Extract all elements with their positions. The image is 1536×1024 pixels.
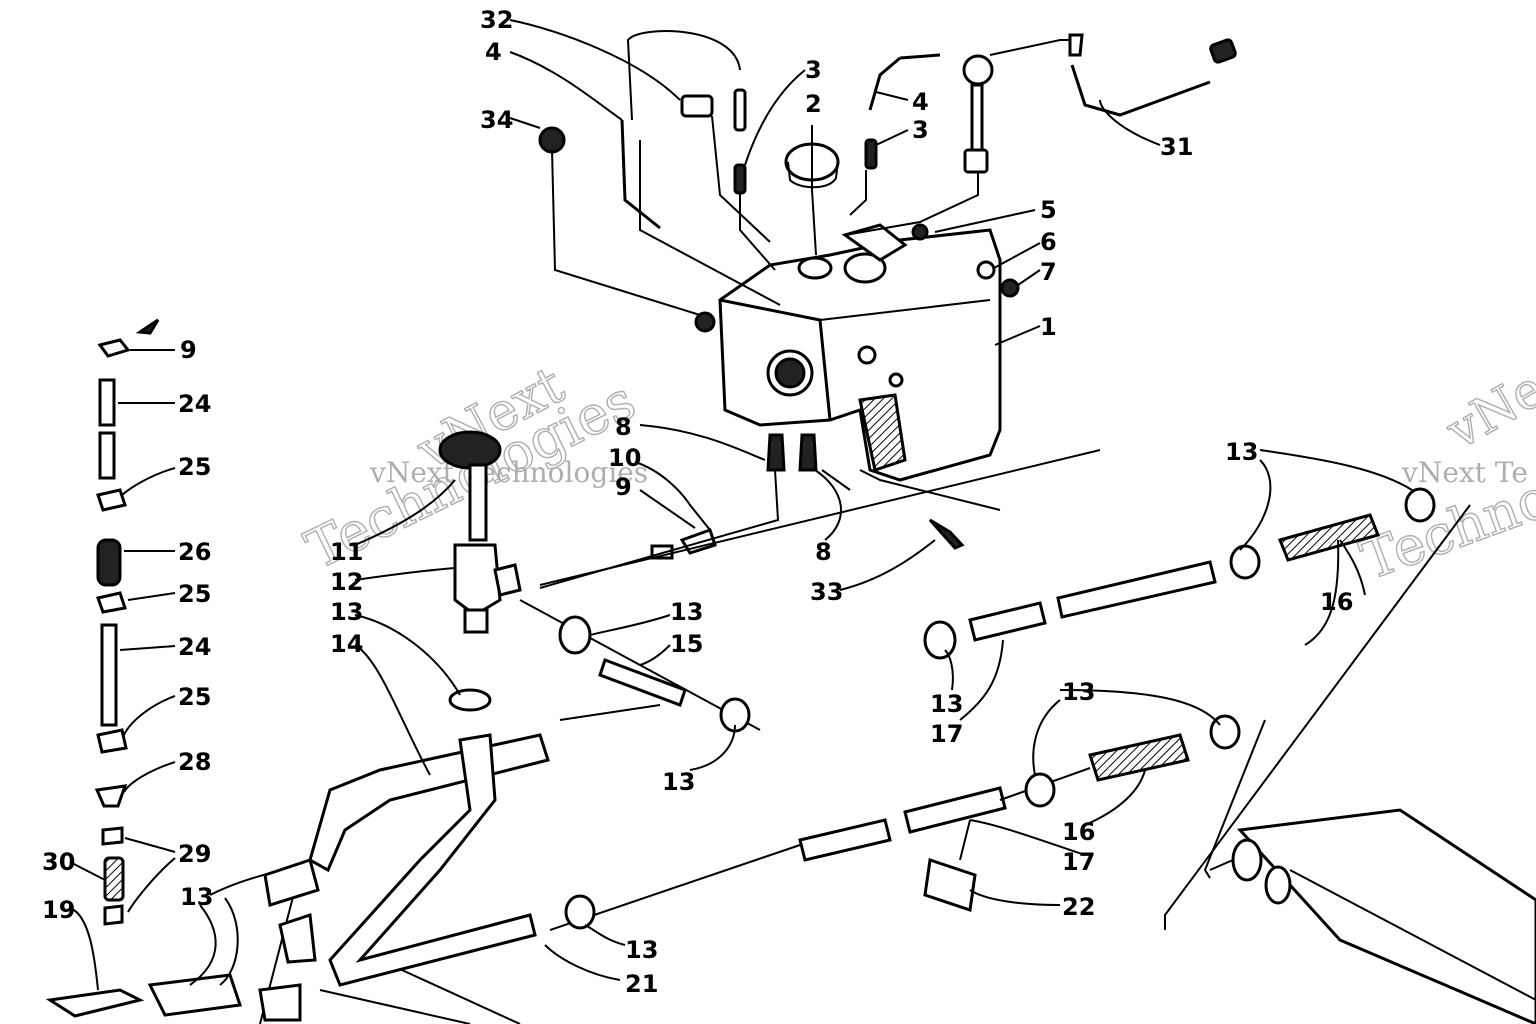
hose-16-lower	[1088, 733, 1190, 782]
fuel-lines	[308, 449, 1381, 987]
tube-17-upper-long	[1056, 560, 1217, 619]
clip-9	[97, 338, 131, 358]
callout-13b: 13	[670, 598, 703, 626]
callout-11: 11	[330, 538, 363, 566]
connector-plug-31	[1209, 38, 1237, 64]
bracket-22	[923, 858, 977, 912]
callout-17a: 17	[930, 720, 963, 748]
callout-17b: 17	[1062, 848, 1095, 876]
callout-30: 30	[42, 848, 75, 876]
callout-13d: 13	[662, 768, 695, 796]
callout-13f: 13	[1062, 678, 1095, 706]
callout-13a: 13	[330, 598, 363, 626]
tube-17-lower-right	[903, 786, 1007, 834]
top-components	[538, 30, 1237, 298]
callout-26: 26	[178, 538, 211, 566]
clamp-13	[1404, 487, 1436, 523]
callout-13g: 13	[625, 936, 658, 964]
clamp-25	[96, 488, 127, 512]
primer-assembly	[438, 430, 522, 634]
callout-10: 10	[608, 444, 641, 472]
callout-16b: 16	[1062, 818, 1095, 846]
callout-8: 8	[615, 413, 632, 441]
callout-14: 14	[330, 630, 363, 658]
callout-21: 21	[625, 970, 658, 998]
tube-17-lower-left	[798, 818, 892, 862]
tee-12	[453, 543, 502, 617]
connector-32	[680, 94, 714, 118]
callout-9b: 9	[180, 336, 197, 364]
callout-34: 34	[480, 106, 513, 134]
bolt-33	[928, 518, 965, 550]
screw-5	[911, 223, 929, 241]
arrow-marker	[135, 318, 160, 335]
callout-19: 19	[42, 896, 75, 924]
fitting-19	[45, 988, 145, 1018]
callout-9: 9	[615, 473, 632, 501]
valve-28	[94, 784, 128, 808]
tube-17-upper	[968, 601, 1047, 642]
clamp-13	[1229, 544, 1261, 580]
clamp-13	[564, 894, 596, 930]
clamp-29	[103, 904, 124, 926]
callout-12: 12	[330, 568, 363, 596]
callout-8b: 8	[815, 538, 832, 566]
hose-24-bottom	[100, 623, 118, 727]
callout-15: 15	[670, 630, 703, 658]
clamp-29	[101, 826, 124, 846]
callout-13c: 13	[930, 690, 963, 718]
leader-lines	[69, 19, 1413, 991]
callout-28: 28	[178, 748, 211, 776]
callout-7: 7	[1040, 258, 1057, 286]
callout-24b: 24	[178, 633, 211, 661]
callout-25c: 25	[178, 683, 211, 711]
fuel-filter-stack	[45, 318, 320, 1022]
clamp-13	[1024, 772, 1056, 808]
callout-6: 6	[1040, 228, 1057, 256]
callout-13e: 13	[1225, 438, 1258, 466]
callout-13h: 13	[180, 883, 213, 911]
spring-30	[103, 856, 125, 902]
fitting-3-left	[733, 163, 747, 195]
callout-25a: 25	[178, 453, 211, 481]
fuel-tank	[694, 228, 1002, 482]
washer-6	[976, 260, 996, 280]
callout-31: 31	[1160, 133, 1193, 161]
callout-2: 2	[805, 90, 822, 118]
fuel-gauge-sender	[962, 54, 994, 86]
callout-25b: 25	[178, 580, 211, 608]
pipe-21	[328, 733, 537, 987]
callout-32: 32	[480, 6, 513, 34]
watermark-vne-right: vNe	[1436, 359, 1536, 461]
callout-4b: 4	[912, 88, 929, 116]
callout-5: 5	[1040, 196, 1057, 224]
watermark-vnext-technologies: vNext Technologies	[369, 456, 648, 489]
primer-knob-11	[438, 430, 502, 470]
clamp-13	[558, 615, 592, 655]
callout-22: 22	[1062, 893, 1095, 921]
callout-3: 3	[805, 56, 822, 84]
clamp-13	[448, 688, 492, 712]
clamp-25	[96, 591, 127, 614]
callout-16a: 16	[1320, 588, 1353, 616]
clamp-13	[923, 620, 957, 660]
watermark-vnext-right: vNext Te	[1401, 456, 1528, 489]
callout-33: 33	[810, 578, 843, 606]
callout-1: 1	[1040, 313, 1057, 341]
hose-15	[598, 658, 687, 707]
clamp-25	[96, 728, 128, 754]
callout-24a: 24	[178, 390, 211, 418]
filter-26	[96, 538, 122, 587]
callout-numbers: 32 4 34 3 2 4 3 31 5 6 7 1 8 10 9 8 33 1…	[42, 6, 1353, 998]
grommet-34	[538, 126, 566, 154]
callout-3b: 3	[912, 116, 929, 144]
fitting-3-right	[864, 138, 878, 170]
hose-24-top	[98, 378, 116, 427]
callout-4: 4	[485, 38, 502, 66]
hose-16-upper	[1277, 513, 1381, 562]
callout-29: 29	[178, 840, 211, 868]
nut-7	[1000, 278, 1020, 298]
